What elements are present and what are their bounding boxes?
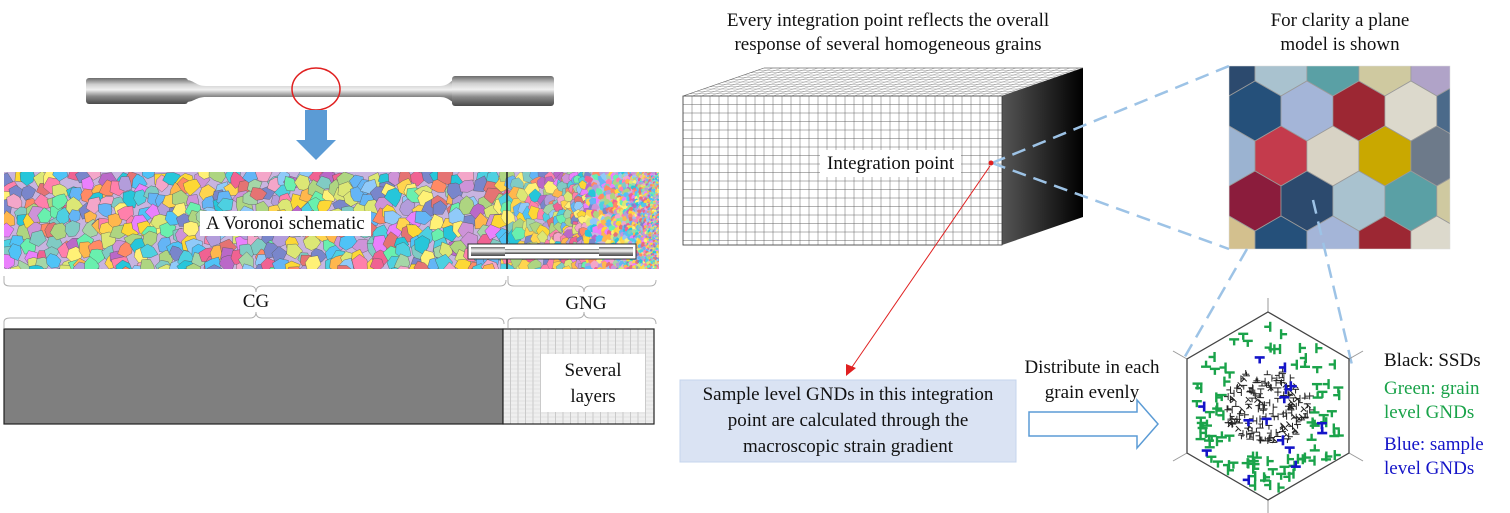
tensile-specimen: [86, 76, 554, 106]
legend-black: Black: SSDs: [1384, 350, 1481, 371]
distribute-line2: grain evenly: [1044, 382, 1140, 403]
mesh-title-line1: Every integration point reflects the ove…: [726, 10, 1050, 31]
layers-label-box: [541, 354, 645, 412]
zoom-dash-lines: [991, 64, 1354, 366]
hexagon-grain: [1172, 298, 1364, 513]
gng-label: GNG: [565, 293, 607, 314]
layers-label-line2: layers: [570, 386, 616, 407]
legend-green-line2: level GNDs: [1384, 402, 1475, 423]
distribute-line1: Distribute in each: [1024, 357, 1160, 378]
legend-green-line1: Green: grain: [1384, 378, 1480, 399]
upper-brackets: [3, 276, 657, 328]
mesh-title-line2: response of several homogeneous grains: [734, 34, 1042, 55]
voronoi-label: A Voronoi schematic: [200, 211, 371, 236]
distribute-arrow: [1028, 398, 1159, 450]
gnd-box-line1: Sample level GNDs in this integration: [702, 384, 994, 405]
mesh-block: [682, 67, 1084, 246]
legend-blue-line1: Blue: sample: [1384, 434, 1484, 455]
gnd-box-line2: point are calculated through the: [727, 410, 969, 431]
layers-label-line1: Several: [564, 360, 622, 381]
cg-label: CG: [242, 291, 270, 312]
mini-specimen: [471, 247, 633, 256]
gnd-box-line3: macroscopic strain gradient: [743, 436, 953, 457]
plane-title-line1: For clarity a plane: [1270, 10, 1410, 31]
integration-point-label: Integration point: [820, 150, 962, 177]
gnd-box: [679, 379, 1017, 463]
plane-grain-model: [1229, 66, 1450, 249]
integration-point-marker: [988, 160, 994, 166]
red-pointer-line: [849, 165, 991, 371]
legend-blue-line2: level GNDs: [1384, 458, 1475, 479]
plane-title-line2: model is shown: [1280, 34, 1400, 55]
cg-region: [3, 328, 504, 425]
down-arrow: [296, 110, 336, 160]
